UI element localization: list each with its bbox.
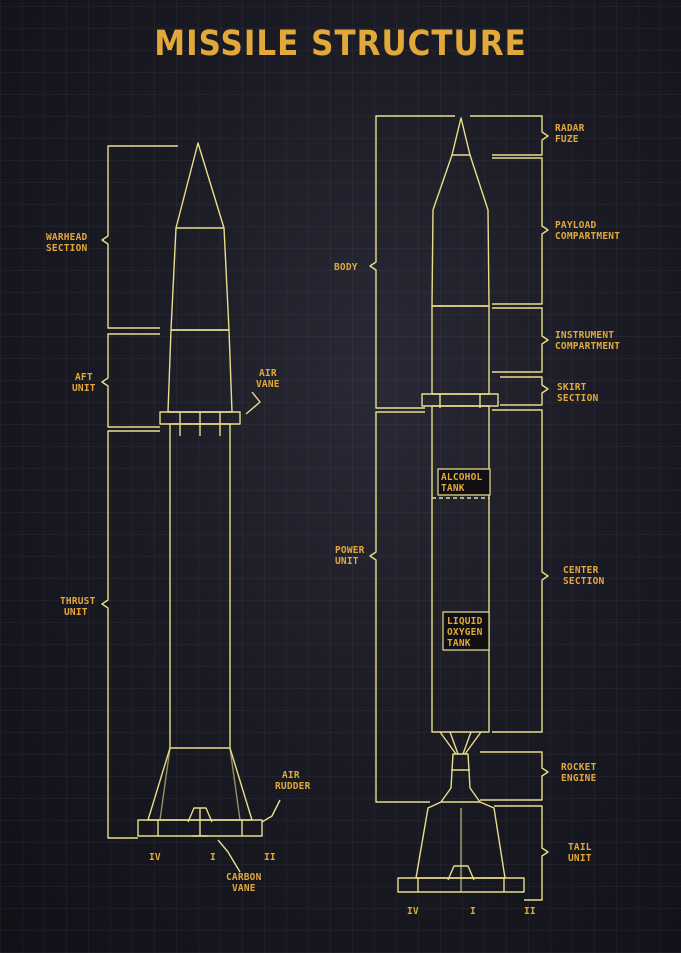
label-fin-iv-left: IV: [149, 852, 161, 863]
label-skirt-1: SKIRT: [557, 382, 587, 393]
label-aft-2: UNIT: [72, 383, 96, 394]
label-air-rudder-2: RUDDER: [275, 781, 311, 792]
bracket-thrust: [101, 430, 160, 839]
label-center-2: SECTION: [563, 576, 605, 587]
label-power-1: POWER: [335, 545, 365, 556]
left-thrust-unit: [169, 423, 231, 749]
leader-carbon-vane: [217, 839, 241, 873]
right-radar-fuze: [451, 117, 471, 156]
right-missile: [397, 117, 525, 893]
label-payload-1: PAYLOAD: [555, 220, 597, 231]
label-center-1: CENTER: [563, 565, 599, 576]
label-fin-ii-right: II: [524, 906, 536, 917]
bracket-rocket-engine: [480, 751, 549, 801]
right-left-brackets: [369, 115, 455, 803]
label-rocket-1: ROCKET: [561, 762, 597, 773]
bracket-center: [492, 409, 549, 733]
label-aft-1: AFT: [75, 372, 93, 383]
bracket-aft: [101, 333, 160, 428]
label-rocket-2: ENGINE: [561, 773, 597, 784]
label-lox-1: LIQUID: [447, 616, 483, 627]
left-aft-unit: [167, 329, 233, 413]
label-air-vane-2: VANE: [256, 379, 280, 390]
left-nose-cone: [175, 142, 225, 229]
bracket-tail: [494, 805, 549, 901]
label-fin-i-left: I: [210, 852, 216, 863]
label-skirt-2: SECTION: [557, 393, 599, 404]
right-instrument-compartment: [431, 305, 490, 395]
label-fin-iv-right: IV: [407, 906, 419, 917]
label-tail-1: TAIL: [568, 842, 592, 853]
label-warhead-1: WARHEAD: [46, 232, 88, 243]
label-air-rudder-1: AIR: [282, 770, 300, 781]
bracket-skirt: [500, 376, 549, 406]
label-instrument-2: COMPARTMENT: [555, 341, 620, 352]
label-fin-ii-left: II: [264, 852, 276, 863]
right-skirt-section: [421, 393, 499, 407]
right-labels: RADAR FUZE BODY PAYLOAD COMPARTMENT INST…: [334, 123, 620, 917]
lox-tank-box: [442, 611, 490, 651]
bracket-power-unit: [369, 411, 430, 803]
label-carbon-vane-1: CARBON: [226, 872, 262, 883]
left-labels: WARHEAD SECTION AFT UNIT AIR VANE THRUST…: [46, 232, 311, 894]
right-right-brackets: [470, 115, 549, 901]
label-power-2: UNIT: [335, 556, 359, 567]
right-center-section: [431, 405, 490, 733]
label-radar-2: FUZE: [555, 134, 579, 145]
label-air-vane-1: AIR: [259, 368, 277, 379]
left-missile: [137, 142, 263, 837]
bracket-warhead: [101, 145, 178, 329]
left-warhead-body: [170, 227, 230, 331]
label-thrust-1: THRUST: [60, 596, 96, 607]
right-payload-compartment: [431, 154, 490, 307]
alcohol-tank-box: [437, 468, 491, 496]
bracket-radar-fuze: [470, 115, 549, 156]
label-thrust-2: UNIT: [64, 607, 88, 618]
label-payload-2: COMPARTMENT: [555, 231, 620, 242]
leader-air-vane: [245, 391, 261, 415]
left-brackets: [101, 145, 281, 873]
right-rocket-engine: [440, 753, 481, 803]
leader-air-rudder: [261, 799, 281, 823]
label-alcohol-2: TANK: [441, 483, 465, 494]
label-lox-3: TANK: [447, 638, 471, 649]
label-warhead-2: SECTION: [46, 243, 88, 254]
label-tail-2: UNIT: [568, 853, 592, 864]
right-engine-struts: [439, 731, 482, 755]
bracket-payload: [492, 157, 549, 305]
label-fin-i-right: I: [470, 906, 476, 917]
bracket-body: [369, 115, 455, 409]
label-body: BODY: [334, 262, 358, 273]
label-carbon-vane-2: VANE: [232, 883, 256, 894]
label-alcohol-1: ALCOHOL: [441, 472, 483, 483]
label-radar-1: RADAR: [555, 123, 585, 134]
label-instrument-1: INSTRUMENT: [555, 330, 614, 341]
bracket-instrument: [492, 307, 549, 373]
label-lox-2: OXYGEN: [447, 627, 483, 638]
page-title: MISSILE STRUCTURE: [154, 23, 527, 65]
